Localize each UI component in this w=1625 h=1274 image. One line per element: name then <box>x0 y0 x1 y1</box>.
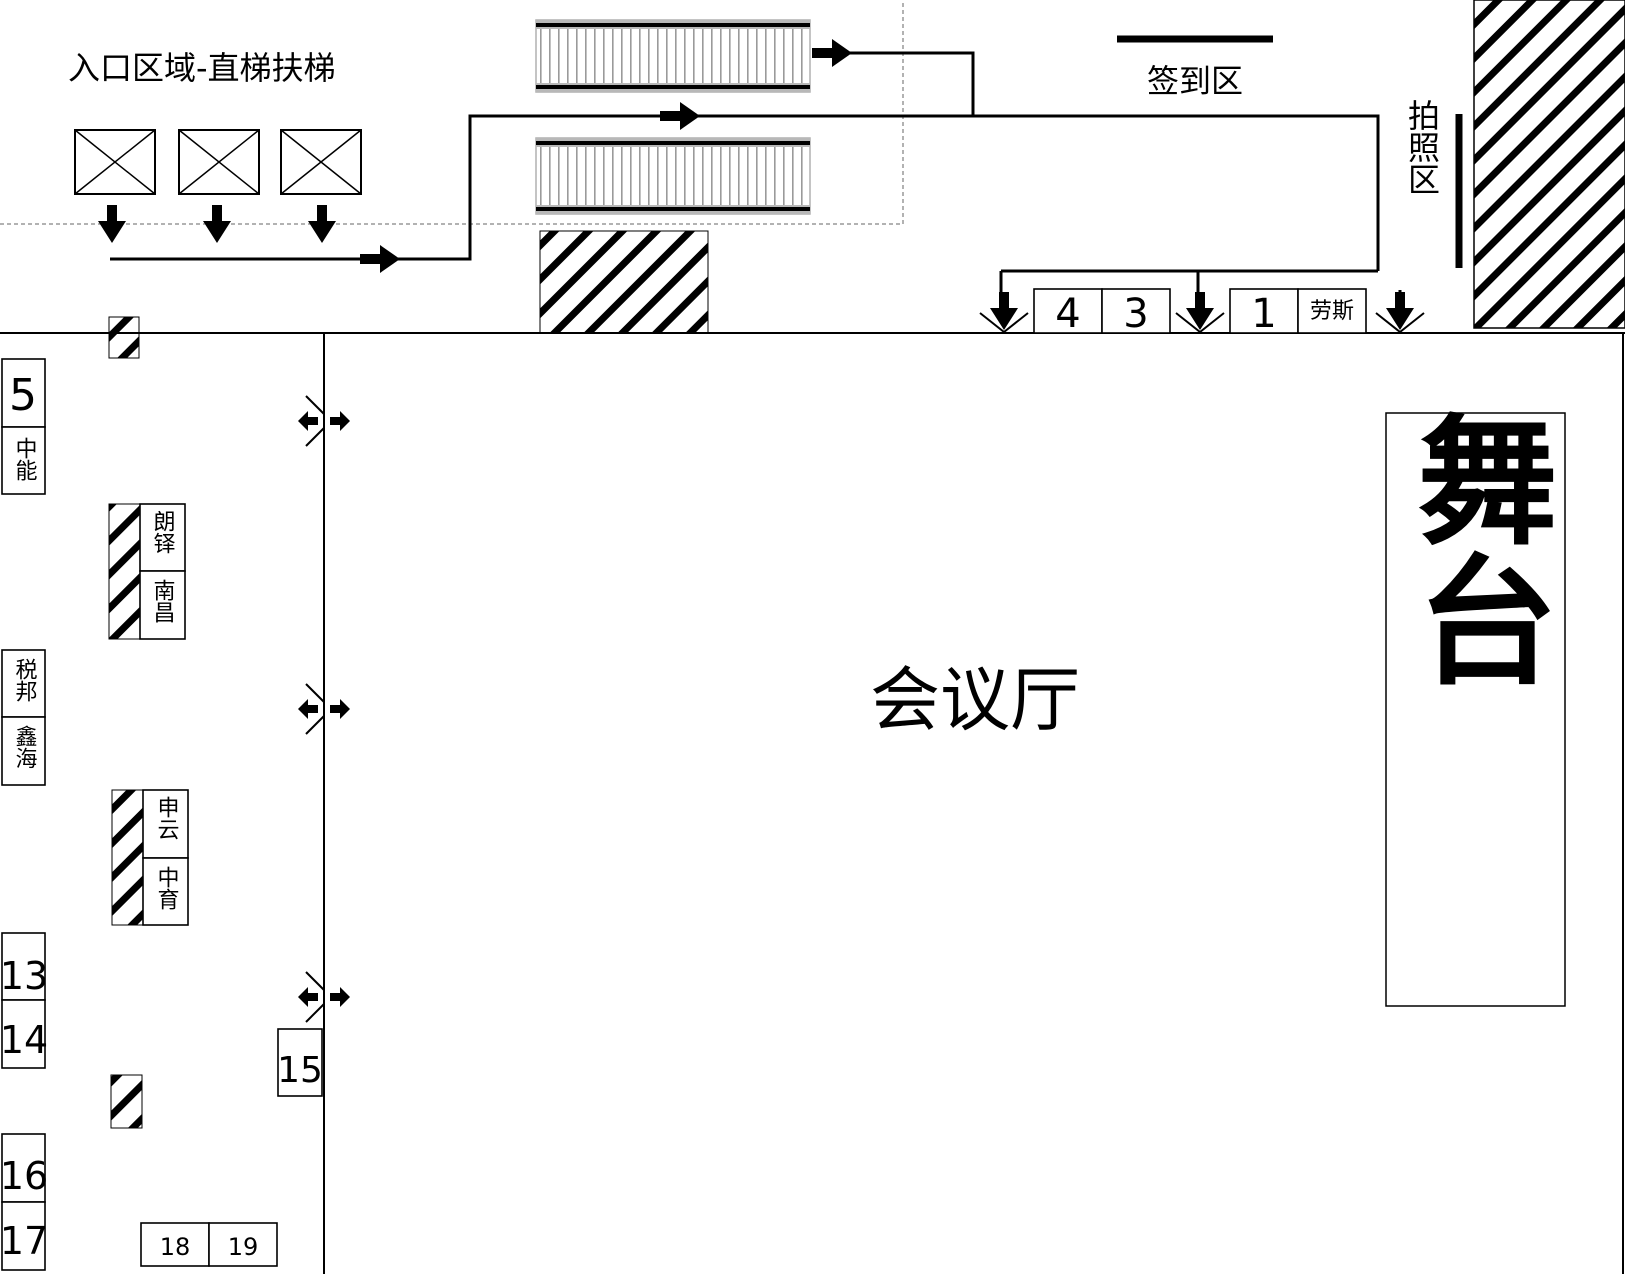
booth-shuibang <box>1 649 46 718</box>
escalator-lower <box>535 137 811 215</box>
stage-label: 舞台 <box>1394 408 1557 688</box>
booth-label: 18 <box>160 1233 191 1261</box>
elevator-3 <box>280 129 362 195</box>
stage: 舞台 <box>1385 408 1566 1007</box>
booth-label: 南昌 <box>150 579 175 623</box>
hatched-pillar <box>110 1074 143 1129</box>
flow-route <box>110 39 1402 294</box>
booth-15 <box>277 1028 323 1097</box>
booth-label: 3 <box>1123 291 1148 337</box>
hall-entry-arrow <box>1175 292 1225 334</box>
booth-label: 鑫海 <box>12 725 38 769</box>
booth-13 <box>1 932 46 1001</box>
booth-label: 13 <box>0 954 48 998</box>
hatched-pillar <box>108 503 141 640</box>
elevator-2 <box>178 129 260 195</box>
booth-xinhai <box>1 716 46 786</box>
hatched-pillar <box>111 789 144 926</box>
booth-label: 5 <box>9 370 37 421</box>
photo-label: 拍照区 <box>1403 99 1441 195</box>
elevator-1 <box>74 129 156 195</box>
left-booth-column: 5 中能 税邦 鑫海 13 14 16 17 <box>0 358 48 1271</box>
elevator-exit-arrow <box>203 205 231 243</box>
booth-19 <box>208 1222 278 1267</box>
signin-area: 签到区 <box>1117 35 1273 100</box>
booth-label: 朗铎 <box>150 510 176 554</box>
booth-5 <box>1 358 46 428</box>
flow-arrow <box>812 39 852 67</box>
hatched-pillar-escalator <box>539 230 709 334</box>
booth-14 <box>1 999 46 1069</box>
booth-label: 劳斯 <box>1310 299 1354 324</box>
hall-entry-arrow <box>979 292 1029 334</box>
inner-booth-column: 朗铎 南昌 申云 中育 15 18 19 <box>139 503 323 1267</box>
walls <box>0 332 1625 1274</box>
flow-arrow <box>360 245 400 273</box>
booth-label: 税邦 <box>12 658 38 702</box>
booth-zhongneng <box>1 426 46 495</box>
flow-arrow <box>660 102 700 130</box>
booth-1 <box>1229 288 1299 334</box>
booth-label: 1 <box>1251 291 1276 337</box>
booth-nanchang <box>139 570 186 640</box>
escalator-upper <box>535 19 811 93</box>
signin-label: 签到区 <box>1147 62 1243 100</box>
hatched-pillar <box>108 316 140 359</box>
booth-17 <box>1 1201 46 1271</box>
hall-entry-arrow <box>1375 292 1425 334</box>
top-booth-row: 4 3 1 劳斯 <box>1033 288 1367 337</box>
entrance-zone: 入口区域-直梯扶梯 <box>0 0 904 243</box>
booth-label: 14 <box>0 1018 48 1062</box>
photo-area: 拍照区 <box>1403 99 1463 268</box>
entrance-title: 入口区域-直梯扶梯 <box>68 49 336 87</box>
booth-label: 申云 <box>154 796 179 840</box>
booth-label: 4 <box>1055 291 1080 337</box>
booth-label: 中育 <box>154 866 179 910</box>
booth-16 <box>1 1133 46 1203</box>
elevator-exit-arrow <box>98 205 126 243</box>
booth-label: 15 <box>277 1050 323 1091</box>
booth-label: 中能 <box>12 437 37 481</box>
booth-laosi <box>1297 288 1367 334</box>
booth-4 <box>1033 288 1103 334</box>
booth-label: 16 <box>0 1154 48 1198</box>
booth-zhongyu <box>142 857 189 926</box>
booth-label: 19 <box>228 1233 259 1261</box>
booth-shenyun <box>142 789 189 859</box>
elevator-exit-arrow <box>308 205 336 243</box>
booth-label: 17 <box>0 1219 48 1263</box>
hall-label: 会议厅 <box>870 659 1080 741</box>
booth-3 <box>1101 288 1171 334</box>
hatched-wall-right <box>1473 0 1625 329</box>
